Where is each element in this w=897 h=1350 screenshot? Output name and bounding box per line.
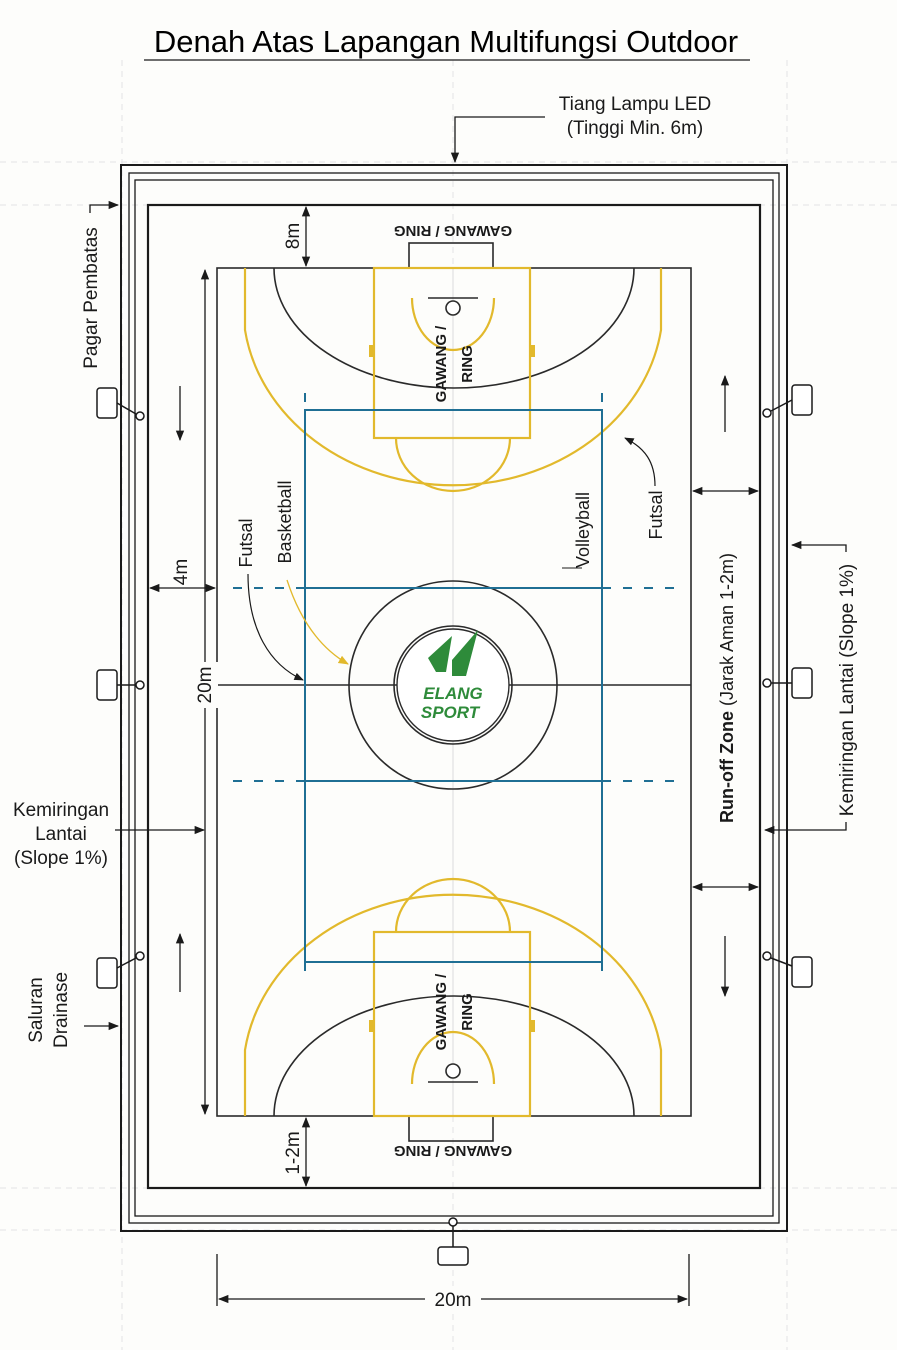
dim-bottom-margin-label: 1-2m [283,1131,304,1174]
drain-line1: Saluran [26,977,47,1043]
lamp-icon [96,951,145,989]
slope-right-label: Kemiringan Lantai (Slope 1%) [837,564,858,816]
runoff-label-rest: (Jarak Aman 1-2m) [717,553,737,711]
slope-left-line2: Lantai [35,824,87,845]
futsal-right-label: Futsal [646,490,666,539]
volleyball-label: Volleyball [573,492,593,568]
drain-line2: Drainase [51,972,72,1048]
dim-court-width-label: 20m [435,1290,472,1311]
volleyball-lines [304,409,603,963]
logo-text-line2: SPORT [421,703,481,722]
dim-top-margin-label: 8m [283,223,304,249]
runoff-label-bold: Run-off Zone [717,711,737,823]
basketball-leader [286,579,349,665]
key-marks [369,345,535,1032]
lamp-icon [762,384,813,418]
slope-right-leader-bottom [763,822,847,835]
goal-top [408,242,494,269]
lamp-label-line2: (Tinggi Min. 6m) [567,118,704,139]
goal-bottom-label: GAWANG / RING [394,1142,512,1159]
goal-inner-top-line2: RING [459,345,476,383]
logo-wing-icon [428,630,478,676]
lamp-posts [96,384,813,1266]
lamp-leader [450,116,545,164]
basketball-label: Basketball [275,480,295,563]
slope-left-line1: Kemiringan [13,800,109,821]
elang-sport-logo: ELANG SPORT [396,628,510,742]
goal-inner-top-line1: GAWANG / [433,325,450,403]
goal-inner-bottom-line2: RING [459,993,476,1031]
lamp-icon [96,387,145,421]
lamp-icon [762,951,813,988]
fence-leader [89,200,120,213]
dim-court-length-label: 20m [195,667,216,704]
lamp-icon [437,1217,469,1266]
fence-label: Pagar Pembatas [81,227,102,369]
dim-label-mask [192,662,218,708]
slope-arrows [175,374,730,998]
runoff-label: Run-off Zone (Jarak Aman 1-2m) [717,553,737,823]
lamp-icon [762,667,813,699]
slope-right-leader-top [790,540,847,552]
goal-bottom [408,1115,494,1142]
dim-label-mask [425,1286,481,1312]
basketball-hoops [428,297,478,1083]
slope-left-line3: (Slope 1%) [14,848,108,869]
volleyball-dashes [233,393,674,980]
lamp-label-line1: Tiang Lampu LED [559,94,711,115]
futsal-lines [273,267,635,1117]
futsal-right-leader [624,437,656,487]
futsal-left-leader [247,573,304,681]
futsal-left-label: Futsal [236,518,256,567]
dim-side-margin-label: 4m [171,559,192,585]
goal-top-label: GAWANG / RING [394,222,512,239]
runoff-zone [146,203,762,1190]
logo-text-line1: ELANG [423,684,483,703]
lamp-icon [96,669,145,701]
page-title: Denah Atas Lapangan Multifungsi Outdoor [154,24,738,59]
goal-inner-bottom-line1: GAWANG / [433,973,450,1051]
